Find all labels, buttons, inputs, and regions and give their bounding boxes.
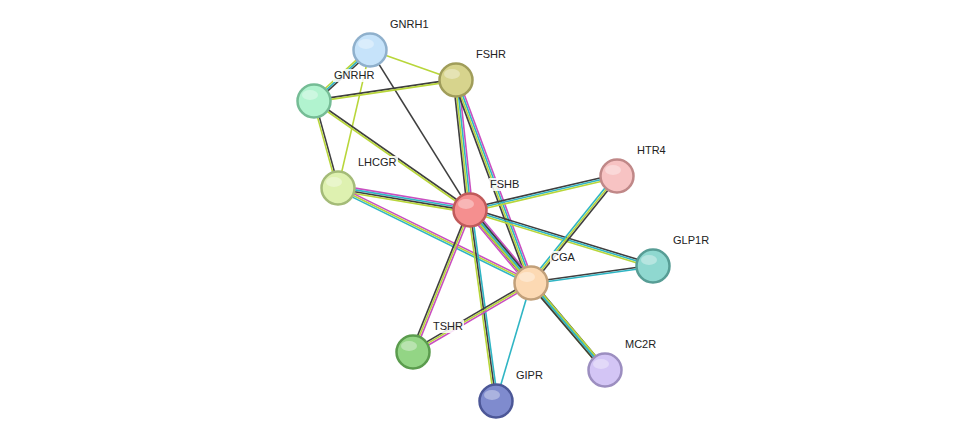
evidence-line — [429, 293, 518, 345]
node-circle — [354, 34, 387, 67]
node-label: HTR4 — [636, 144, 667, 157]
node-circle — [515, 267, 548, 300]
node-circle — [601, 160, 634, 193]
highlight — [519, 272, 535, 282]
node-circle — [637, 250, 670, 283]
protein-node: GNRH1 — [352, 32, 388, 68]
evidence-line — [319, 117, 334, 171]
node-circle — [296, 83, 332, 119]
protein-node: HTR4 — [599, 158, 635, 194]
evidence-line — [318, 118, 333, 172]
evidence-line — [386, 56, 440, 75]
protein-node: CGA — [513, 265, 549, 301]
interaction-edge — [541, 295, 596, 358]
node-label: FSHB — [489, 178, 520, 191]
evidence-line — [548, 269, 636, 281]
node-label: TSHR — [432, 320, 464, 333]
node-circle — [397, 336, 430, 369]
highlight — [484, 390, 500, 400]
highlight — [641, 255, 657, 265]
evidence-line — [484, 221, 523, 268]
interaction-edge — [548, 267, 637, 281]
node-label: GNRHR — [333, 69, 375, 82]
node-circle — [352, 32, 388, 68]
evidence-line — [482, 222, 595, 356]
evidence-line — [455, 97, 465, 193]
evidence-line — [427, 290, 516, 342]
node-circle — [589, 354, 622, 387]
evidence-line — [478, 225, 517, 272]
node-circle — [513, 265, 549, 301]
highlight — [605, 165, 621, 175]
node-label: CGA — [550, 251, 576, 264]
node-circle — [587, 352, 623, 388]
evidence-line — [486, 178, 600, 204]
evidence-line — [419, 226, 463, 336]
node-circle — [320, 170, 356, 206]
evidence-line — [418, 225, 462, 335]
protein-node: FSHB — [452, 192, 488, 228]
node-label: GNRH1 — [389, 18, 430, 31]
interaction-edge — [427, 290, 517, 345]
highlight — [302, 90, 318, 100]
node-circle — [635, 248, 671, 284]
evidence-line — [543, 190, 608, 270]
evidence-line — [543, 295, 595, 356]
node-circle — [298, 85, 331, 118]
protein-node: TSHR — [395, 334, 431, 370]
protein-node: LHCGR — [320, 170, 356, 206]
node-label: MC2R — [624, 338, 657, 351]
node-label: GIPR — [515, 369, 544, 382]
evidence-line — [542, 296, 594, 357]
node-circle — [438, 62, 474, 98]
node-label: GLP1R — [672, 234, 710, 247]
evidence-line — [421, 226, 465, 336]
interaction-edge — [418, 225, 466, 337]
node-label: FSHR — [475, 48, 507, 61]
evidence-line — [459, 97, 522, 268]
highlight — [358, 39, 374, 49]
node-circle — [395, 334, 431, 370]
interaction-edge — [540, 188, 608, 271]
interaction-edge — [318, 117, 335, 172]
node-circle — [322, 172, 355, 205]
interaction-edge — [331, 82, 440, 100]
highlight — [593, 359, 609, 369]
interaction-edge — [354, 188, 453, 210]
protein-node: GLP1R — [635, 248, 671, 284]
highlight — [458, 199, 474, 209]
protein-node: MC2R — [587, 352, 623, 388]
interaction-edge — [480, 222, 596, 358]
evidence-line — [548, 267, 636, 279]
highlight — [444, 69, 460, 79]
protein-node: GIPR — [478, 383, 514, 419]
node-circle — [599, 158, 635, 194]
node-circle — [454, 194, 487, 227]
interaction-edge — [486, 178, 601, 208]
evidence-line — [542, 189, 607, 269]
evidence-line — [541, 297, 593, 358]
node-circle — [480, 385, 513, 418]
interaction-edge — [386, 56, 440, 75]
evidence-line — [481, 223, 594, 357]
highlight — [326, 177, 342, 187]
evidence-line — [331, 82, 439, 98]
evidence-line — [457, 97, 467, 193]
evidence-line — [428, 292, 517, 344]
evidence-line — [540, 188, 605, 268]
node-label: LHCGR — [357, 156, 398, 169]
highlight — [401, 341, 417, 351]
protein-node: FSHR — [438, 62, 474, 98]
node-circle — [452, 192, 488, 228]
evidence-line — [331, 83, 439, 99]
node-circle — [478, 383, 514, 419]
protein-node: GNRHR — [296, 83, 332, 119]
evidence-line — [480, 224, 593, 358]
node-circle — [440, 64, 473, 97]
